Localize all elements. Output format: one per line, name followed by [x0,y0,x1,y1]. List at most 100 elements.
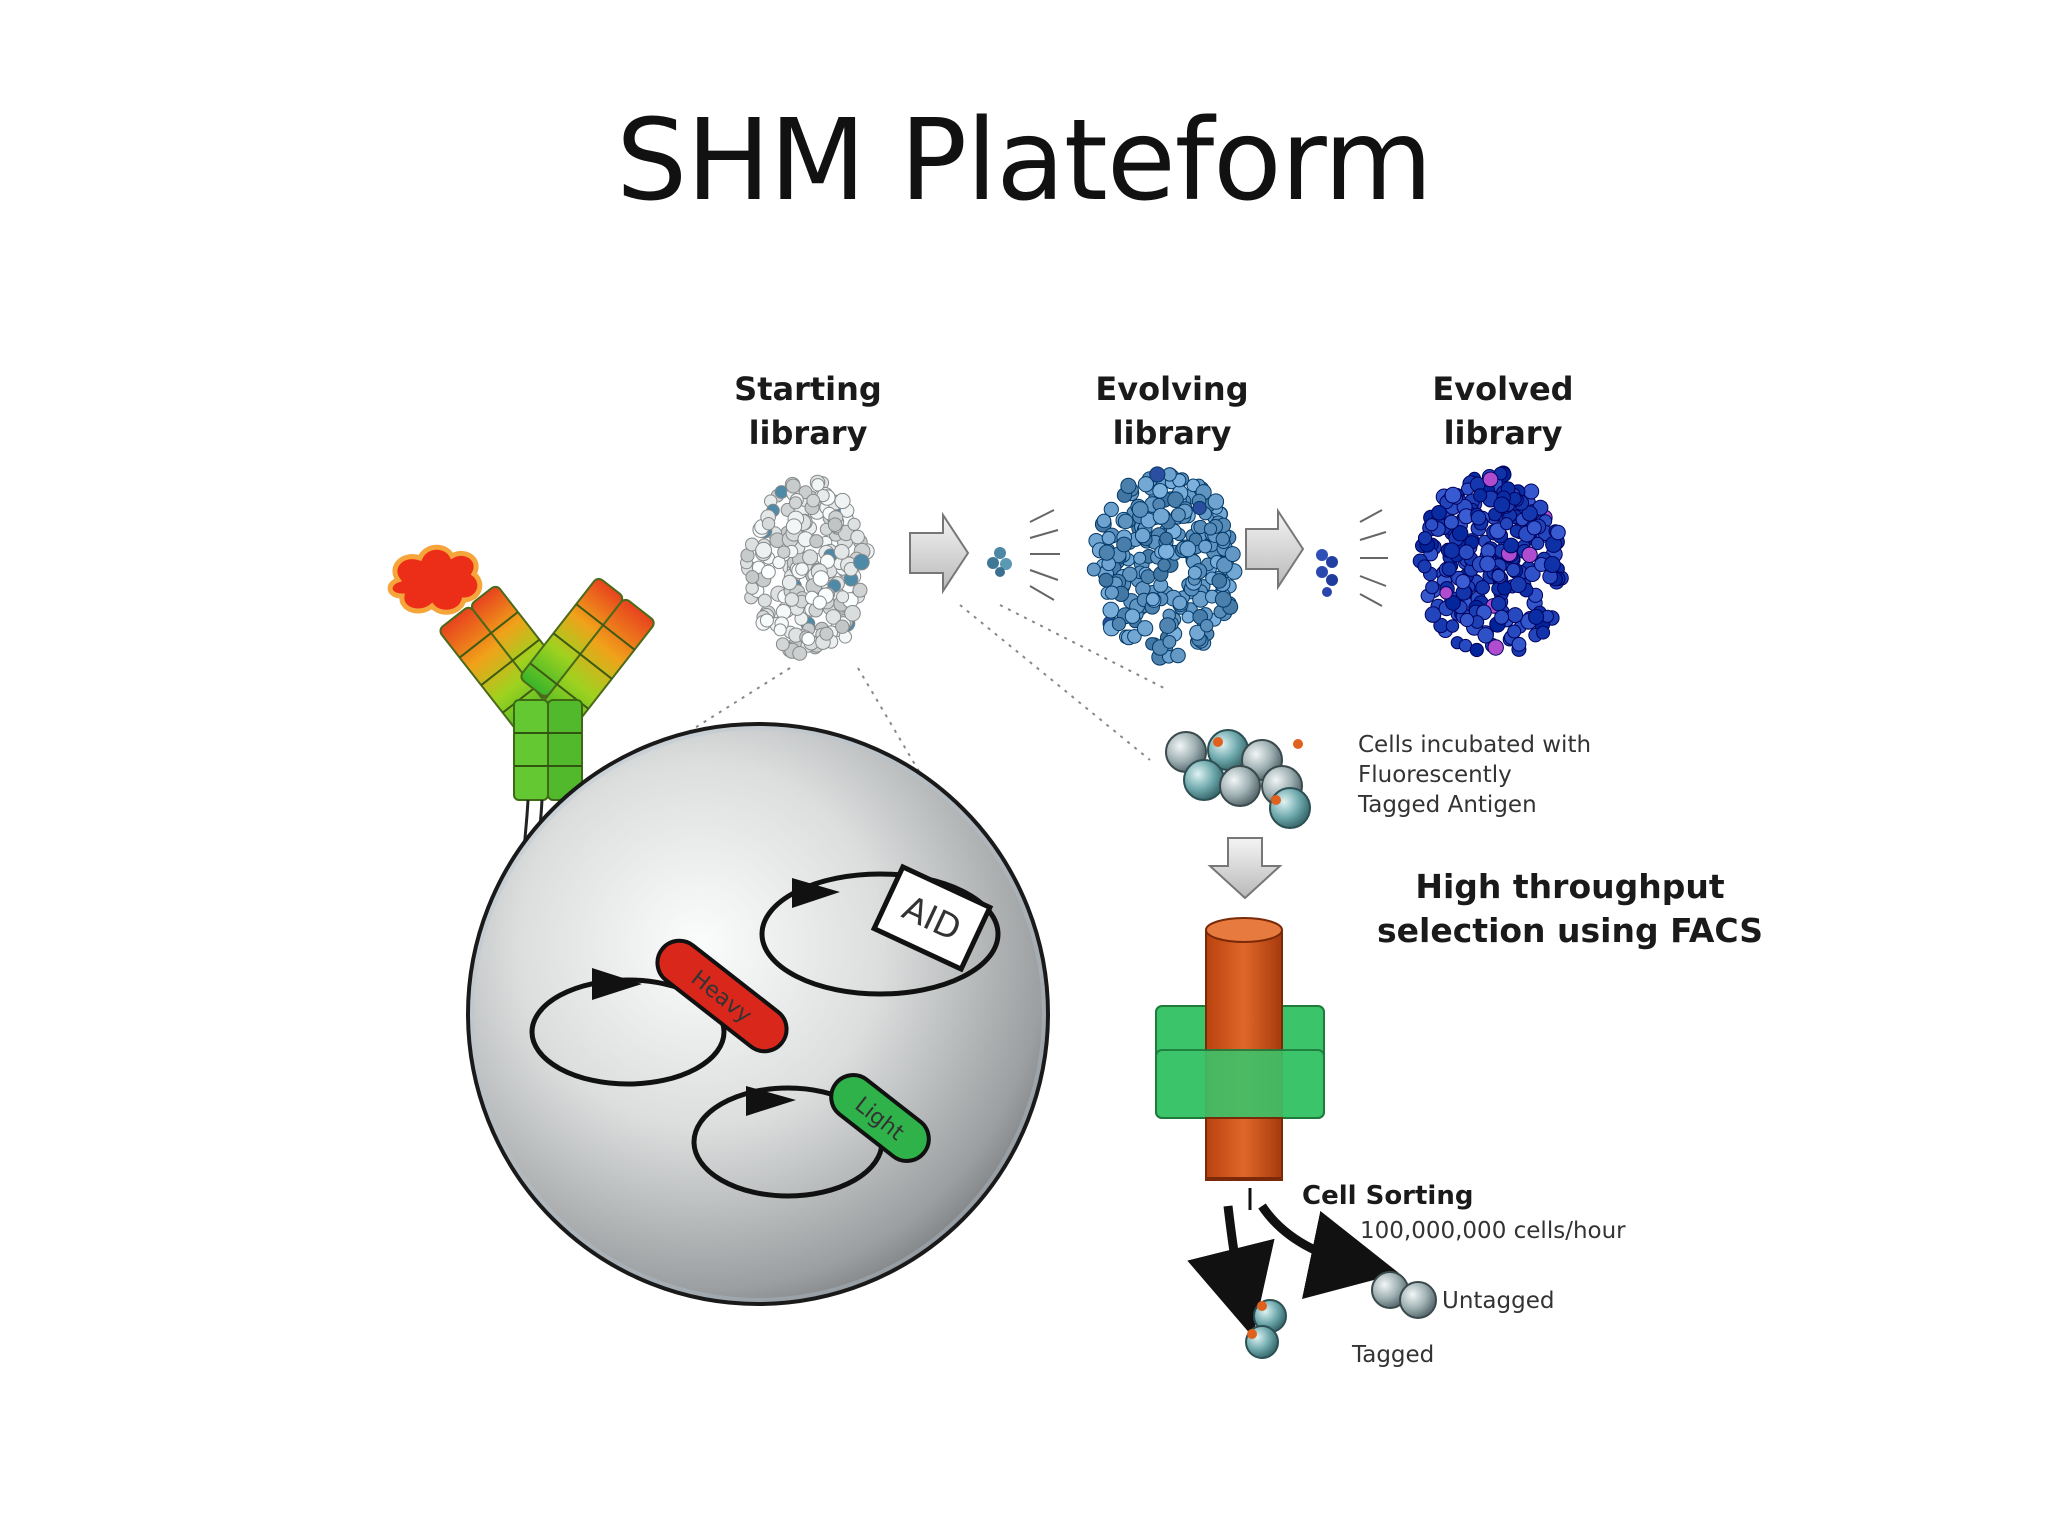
library-cell [1117,513,1134,530]
library-cell [1507,607,1524,624]
library-cell [1459,612,1475,628]
heavy-plasmid: Heavy [529,938,789,1087]
library-cell [757,593,772,608]
library-cell [1494,609,1510,625]
library-cell [806,493,821,508]
antigen-blob [387,544,483,615]
incubated-cells [1165,729,1311,829]
library-cell [1179,540,1197,558]
library-cell [1536,625,1551,640]
library-cell [833,544,850,560]
library-cell [1491,568,1506,583]
library-cell [1441,561,1457,577]
library-cell [755,541,772,559]
library-cell [798,485,813,500]
library-cell [761,517,776,531]
selected-cells-1 [987,547,1012,577]
library-cell [1507,624,1522,639]
library-cell [1500,517,1514,531]
library-cell [835,619,850,634]
down-arrow [1207,837,1283,900]
library-cell [1170,647,1186,664]
library-cell [1477,627,1494,644]
library-cell [761,564,776,580]
library-cell [1509,576,1527,594]
library-cell [1120,477,1137,494]
library-cell [1172,595,1188,611]
stage-evolving-line2: library [1113,414,1232,452]
library-cell [802,549,819,566]
light-plasmid: Light [691,1073,931,1199]
library-cell [812,595,827,610]
library-cell [812,570,830,587]
library-cell [1521,546,1538,563]
library-cell [773,623,787,637]
library-cell [1159,531,1173,546]
library-cell [1192,500,1207,516]
library-cell [819,626,834,641]
library-cell [1506,562,1521,578]
library-cell [1479,555,1496,573]
library-cell [1136,620,1154,637]
library-cell [1098,572,1114,588]
library-cell [1503,537,1519,554]
library-cell [801,632,816,646]
library-cell [1149,466,1166,483]
tagged-arrow [1187,1205,1275,1337]
library-cell [795,562,809,576]
library-cell [1127,629,1142,644]
library-cell [1424,606,1442,623]
library-cell [1134,527,1151,544]
incubation-line3: Tagged Antigen [1357,792,1537,818]
library-cell [1162,635,1177,649]
untagged-cells [1371,1271,1437,1319]
library-cell [1443,542,1460,559]
library-cell [745,570,760,584]
library-cell [809,534,824,549]
library-cell [1224,546,1241,563]
library-cell [1470,510,1487,526]
library-cell [844,605,861,622]
library-cell [1200,619,1214,633]
library-cell [1475,580,1490,595]
library-cell [1493,496,1511,514]
library-cell [777,545,791,559]
library-cell [1124,608,1141,624]
library-cell [1096,513,1112,529]
selection-line2: selection using FACS [1377,911,1763,950]
library-cell [1104,585,1119,600]
library-cell [1101,531,1116,545]
library-cell [1207,493,1225,510]
stage-label-evolved: Evolved library [1432,370,1573,452]
library-cell [1425,580,1440,595]
library-cell [1455,574,1471,590]
library-cell [1152,483,1168,499]
library-cell [1431,505,1447,521]
stage-evolved-line1: Evolved [1432,370,1573,408]
library-cell [1473,488,1488,503]
library-cell [1216,556,1233,574]
stage-label-evolving: Evolving library [1095,370,1248,452]
cell-sorting-rate: 100,000,000 cells/hour [1360,1218,1626,1244]
library-cell [1137,476,1155,493]
library-cell [789,496,803,510]
incubation-line1: Cells incubated with [1358,732,1591,758]
library-cell [785,478,801,494]
library-cell [1417,559,1432,574]
library-cell [1550,524,1566,541]
library-cell [1215,531,1230,547]
library-cell [1187,565,1202,580]
library-cell [785,518,803,535]
facs-column [1155,917,1325,1181]
zoom-lines [627,604,1169,791]
selection-line1: High throughput [1415,867,1724,906]
incubation-line2: Fluorescently [1358,762,1512,788]
library-cell [1445,619,1460,633]
library-cell [1214,590,1232,608]
library-cell [759,613,774,628]
library-cell [853,553,870,571]
library-cell [1102,601,1120,619]
library-cell [827,517,843,533]
library-cell [1445,595,1461,611]
stage-evolved-line2: library [1444,414,1563,452]
